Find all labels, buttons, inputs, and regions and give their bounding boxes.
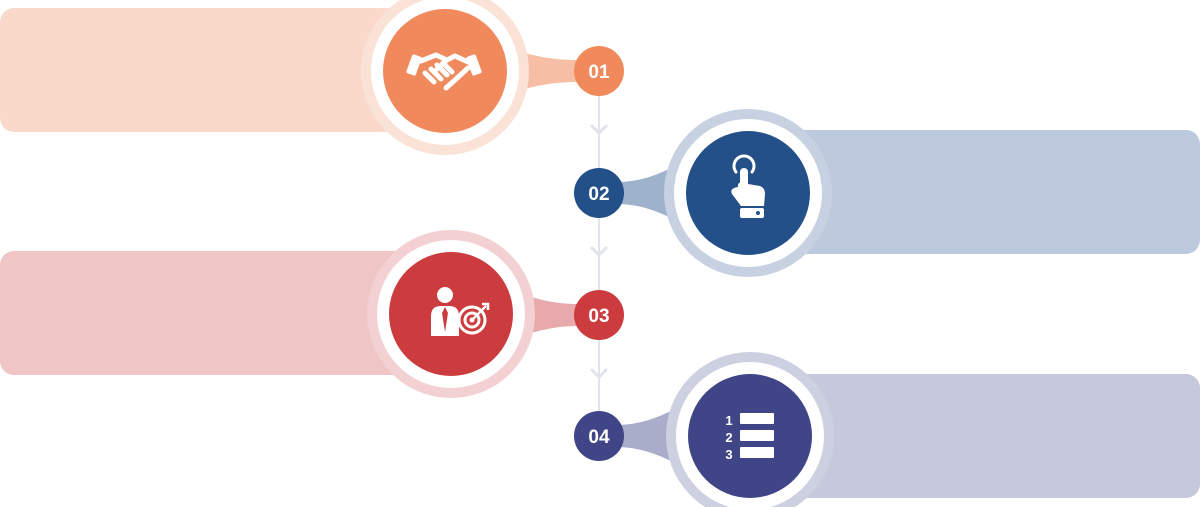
step-2-number-badge	[574, 168, 624, 218]
step-3-number: 03	[588, 306, 609, 327]
step-1-banner	[0, 8, 420, 132]
svg-text:3: 3	[725, 447, 732, 462]
step-4-number-badge	[574, 411, 624, 461]
numbered-list-icon: 1 2 3	[725, 413, 774, 462]
step-4: 1 2 3 04	[574, 352, 1200, 507]
timeline-connector	[590, 95, 608, 412]
step-2-number: 02	[588, 184, 609, 205]
step-2-banner	[780, 130, 1200, 254]
svg-text:1: 1	[725, 413, 732, 428]
step-3-banner	[0, 251, 420, 375]
chevron-down-icon	[590, 246, 608, 258]
step-4-number: 04	[588, 427, 610, 448]
step-3: 03	[0, 230, 624, 398]
chevron-down-icon	[590, 368, 608, 380]
businessman-target-icon	[431, 287, 490, 336]
step-1: 01	[0, 0, 624, 155]
svg-text:2: 2	[725, 430, 732, 445]
handshake-icon	[406, 52, 482, 91]
chevron-down-icon	[590, 124, 608, 136]
step-1-number-badge	[574, 46, 624, 96]
step-4-banner	[780, 374, 1200, 498]
step-1-number: 01	[588, 62, 610, 83]
step-3-number-badge	[574, 290, 624, 340]
touch-hand-icon	[731, 154, 765, 218]
step-2: 02	[574, 109, 1200, 277]
